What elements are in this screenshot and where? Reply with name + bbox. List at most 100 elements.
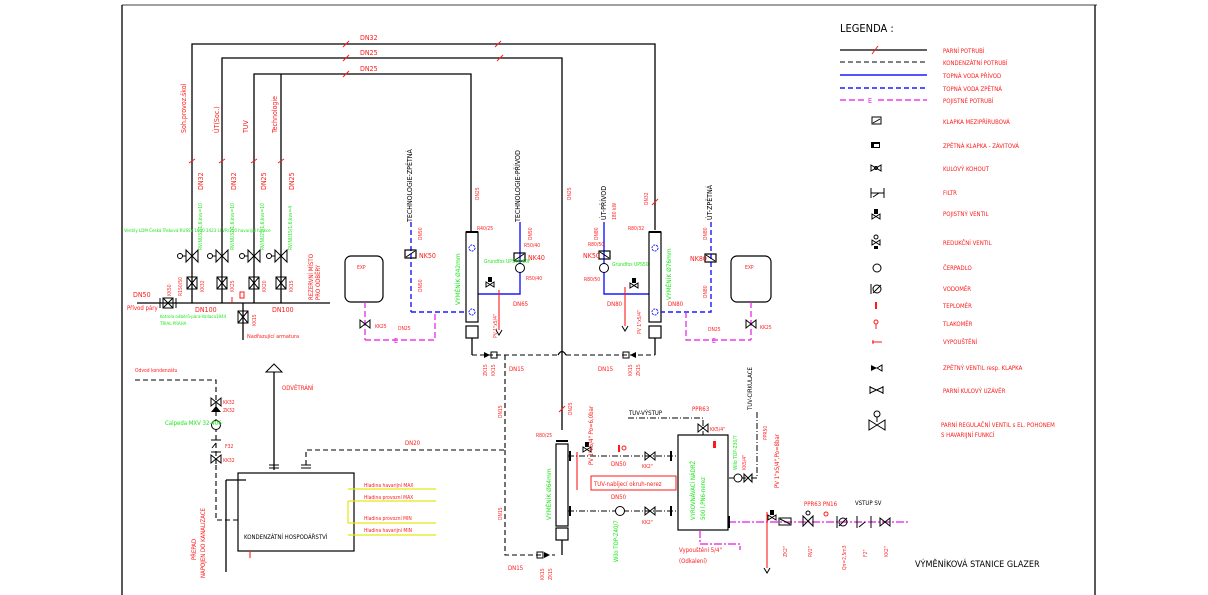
branch-label: Soh.provoz.škol (180, 83, 188, 133)
pump-label: Grundfos UPS50-60F (612, 262, 659, 268)
pipe-dn-label: DN80 (594, 227, 600, 240)
condensate-network: ZK15 KK15 KK15 ZK15 DN15 DN15 DN15 DN15 … (135, 350, 655, 580)
check-valve-icon[interactable] (211, 406, 221, 412)
ball-valve-icon[interactable] (879, 516, 891, 528)
expansion-vessel[interactable] (344, 255, 384, 303)
valve-tag: KK25 (230, 280, 236, 292)
pump-label: Grundfos UPS40-60F (484, 259, 531, 265)
pump-icon[interactable] (211, 420, 221, 430)
level-label: Hladina provozní MAX (364, 494, 413, 501)
safety-valve-icon[interactable] (629, 278, 639, 289)
legend-label: PARNÍ REGULAČNÍ VENTIL s EL. POHONEM (941, 422, 1055, 429)
ball-valve-icon[interactable] (644, 505, 656, 517)
valve-tag: ZK15 (548, 568, 554, 580)
ball-valve-icon[interactable] (745, 318, 757, 330)
valve-note: Ventily LDM Česká Třebová RUSSY 1600 142… (124, 227, 271, 234)
expansion-vessel[interactable] (730, 255, 772, 303)
pipe-label: PPR63 (692, 406, 709, 413)
valve-spec: RV/NU32/1,6,kvs=10 (230, 203, 236, 250)
reducing-valve-icon (871, 234, 881, 249)
wafer-valve-icon[interactable] (704, 253, 717, 263)
flange-tag: R40/25 (477, 226, 493, 232)
drain-ball-valve-icon[interactable] (237, 310, 249, 324)
safety-valve-icon[interactable] (485, 277, 495, 288)
ball-valve-icon[interactable] (359, 318, 371, 330)
reducing-valve-icon[interactable] (802, 510, 814, 528)
valve-tag: KK25 (375, 324, 387, 330)
check-valve-icon[interactable] (622, 351, 636, 359)
header-dn: DN100 (195, 306, 217, 314)
tech-exchanger-loop: TECHNOLOGIE-ZPĚTNÁ DN50 DN50 NK50 TECHNO… (344, 149, 545, 355)
steam-header: Soh.provoz.škol ÚT(Soc.) TUV Technologie… (124, 83, 330, 340)
safety-valve-label: PV 1"x5/4" (637, 310, 643, 334)
legend-label: REDUKČNÍ VENTIL (943, 240, 992, 247)
ball-valve-icon[interactable] (186, 276, 198, 290)
control-valve-icon[interactable] (266, 248, 288, 264)
ball-valve-icon[interactable] (210, 396, 222, 408)
valve-tag: KK15 (289, 280, 295, 292)
pump-icon[interactable] (515, 263, 525, 273)
branch-dn: DN25 (260, 172, 268, 190)
branch-dn: DN32 (230, 172, 238, 190)
ball-valve-icon[interactable] (248, 276, 260, 290)
pipe-dn-label: DN15 (509, 366, 524, 373)
pipe-dn-label: DN25 (475, 187, 481, 200)
inlet-flange-tag: R150/50 (178, 277, 184, 296)
condensate-tank[interactable] (237, 472, 355, 552)
legend-label: POJISTNÝ VENTIL (943, 211, 989, 218)
check-valve-icon[interactable] (536, 551, 550, 559)
safety-valve-icon[interactable] (582, 442, 592, 453)
ball-valve-icon[interactable] (216, 276, 228, 290)
ball-valve-icon[interactable] (210, 453, 222, 465)
check-flap-icon[interactable] (778, 517, 792, 526)
pump-label: Wilo TOP-Z40/7 (613, 520, 620, 562)
pipe-label: PPR50 (763, 426, 769, 440)
drain-label: Vypouštění 5/4" (679, 547, 722, 554)
tuv-heat-exchanger[interactable] (555, 443, 569, 527)
drain-label: Nadřazující armatura (247, 333, 299, 340)
valve-tag: NK40 (528, 254, 545, 262)
pump-icon[interactable] (599, 263, 609, 273)
ut-power-label: 180 kW (612, 202, 618, 220)
ball-valve-icon[interactable] (644, 450, 656, 462)
control-valve-icon[interactable] (239, 248, 261, 264)
tuv-storage-tank[interactable] (677, 434, 729, 531)
control-valve-icon[interactable] (177, 248, 199, 264)
wafer-valve-icon (871, 116, 882, 125)
filter-icon[interactable] (856, 516, 872, 528)
pipe-dn-label: DN32 (360, 34, 378, 42)
ball-valve-icon[interactable] (743, 472, 753, 484)
filter-icon[interactable] (211, 439, 221, 453)
branch-label: ÚT(Soc.) (212, 106, 221, 133)
vent-label: ODVĚTRÁNÍ (282, 384, 314, 392)
tuv-section: DN25 R80/25 VÝMĚNÍK Ø64mm PV 1"x5/4" Po=… (536, 367, 908, 574)
check-valve-icon[interactable] (484, 351, 498, 359)
tech-supply-label: TECHNOLOGIE-PŘÍVOD (513, 150, 522, 223)
pipe-dn-label: DN15 (598, 366, 613, 373)
pressure-gauge-icon (873, 319, 879, 329)
legend-label: PARNÍ KULOVÝ UZÁVĚR (943, 387, 1006, 395)
flange-tag: R80/50 (588, 242, 604, 248)
safety-valve-icon[interactable] (767, 510, 777, 521)
pump-icon[interactable] (615, 506, 625, 516)
wafer-valve-icon[interactable] (513, 252, 526, 262)
charging-circuit-box (590, 475, 677, 491)
inlet-ball-valve-icon[interactable] (159, 297, 177, 309)
pump-icon (872, 263, 882, 273)
control-valve-icon[interactable] (207, 248, 229, 264)
branch-dn: DN32 (197, 172, 205, 190)
ball-valve-icon[interactable] (275, 276, 287, 290)
check-flap-icon[interactable] (598, 250, 611, 260)
valve-tag: KK5/4" (742, 455, 748, 470)
legend-label: TLAKOMĚR (942, 320, 973, 328)
overflow-label: NAPOJEN DO KANALIZACE (200, 507, 207, 578)
wafer-valve-icon[interactable] (404, 249, 417, 259)
flange-tag: R80/50 (584, 277, 600, 283)
water-meter-icon[interactable] (836, 516, 848, 528)
ball-valve-icon[interactable] (697, 422, 709, 434)
pump-icon[interactable] (733, 473, 743, 483)
valve-tag: ZK32 (223, 408, 235, 414)
pipe-dn-label: DN80 (607, 301, 623, 308)
check-valve-icon (871, 364, 883, 372)
legend-label: POJISTNÉ POTRUBÍ (943, 97, 994, 105)
